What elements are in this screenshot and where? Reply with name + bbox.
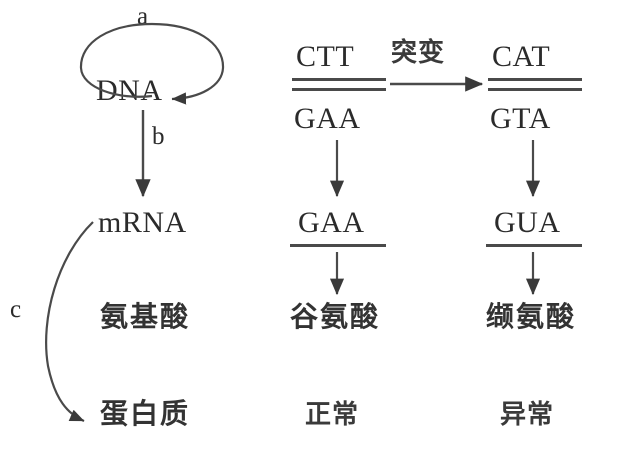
- protein-label: 蛋白质: [100, 397, 191, 430]
- translation-label-c: c: [10, 296, 22, 323]
- amino-acid-generic-label: 氨基酸: [100, 300, 191, 333]
- amino-acid-normal: 谷氨酸: [290, 300, 381, 333]
- phenotype-normal: 正常: [305, 400, 360, 430]
- dna-strand-rule-top-normal: [292, 78, 386, 81]
- dna-sense-mutant: CAT: [492, 40, 551, 73]
- mrna-codon-rule-mutant: [486, 244, 582, 247]
- dna-strand-rule-bottom-normal: [292, 88, 386, 91]
- dna-strand-rule-bottom-mutant: [488, 88, 582, 91]
- dna-strand-rule-top-mutant: [488, 78, 582, 81]
- replication-label-a: a: [137, 3, 149, 30]
- translation-curve-arrow: [45, 221, 94, 423]
- transcription-label-b: b: [152, 123, 165, 150]
- phenotype-mutant: 异常: [500, 400, 555, 430]
- mrna-label: mRNA: [98, 206, 187, 239]
- mrna-codon-normal: GAA: [298, 206, 365, 239]
- mrna-codon-rule-normal: [290, 244, 386, 247]
- mutation-arrow-label: 突变: [391, 38, 446, 68]
- amino-acid-mutant: 缬氨酸: [486, 300, 577, 333]
- dna-antisense-normal: GAA: [294, 102, 361, 135]
- dna-antisense-mutant: GTA: [490, 102, 551, 135]
- dna-sense-normal: CTT: [296, 40, 355, 73]
- mrna-codon-mutant: GUA: [494, 206, 561, 239]
- dna-label: DNA: [96, 74, 163, 107]
